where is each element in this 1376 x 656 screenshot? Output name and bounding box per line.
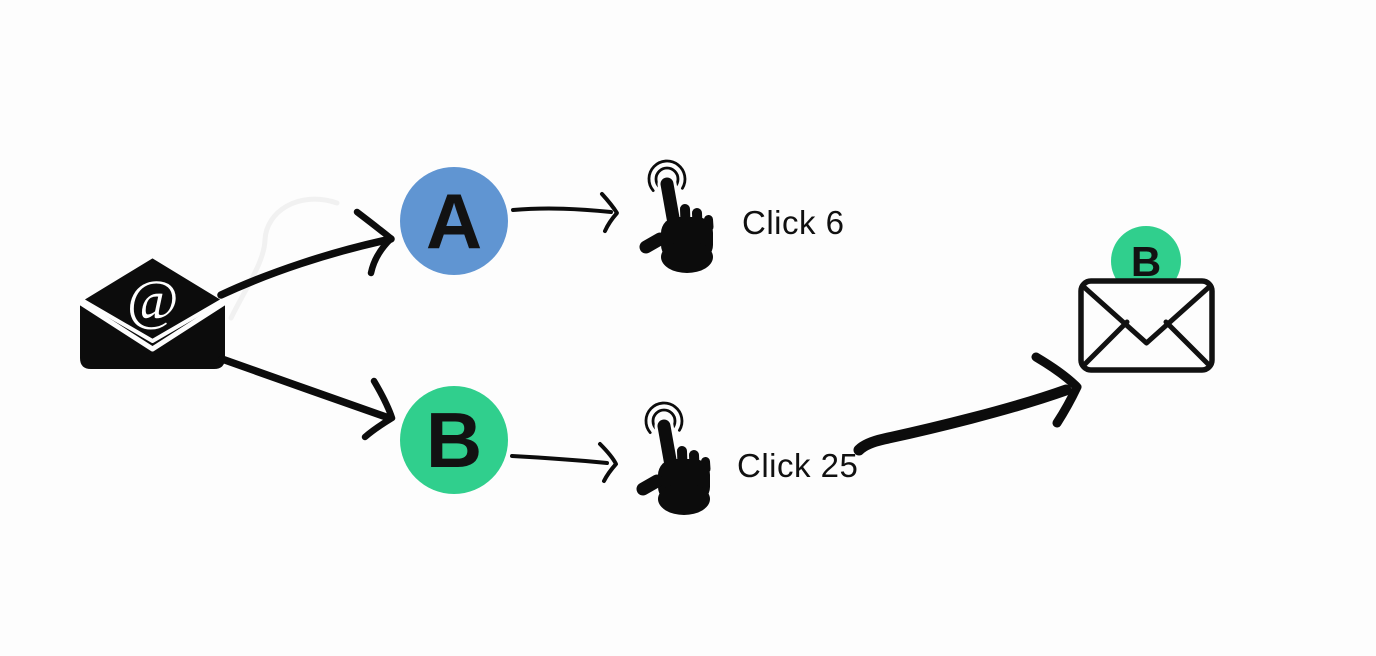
decorative-white-swirl xyxy=(228,196,340,321)
arrow-b-to-click xyxy=(510,442,618,483)
envelope-outline-creases xyxy=(1082,319,1211,367)
envelope-flap xyxy=(79,254,226,343)
badge-letter: B xyxy=(1131,238,1161,285)
email-at-envelope-icon: @ xyxy=(78,254,227,369)
click-count-b: Click 25 xyxy=(737,447,859,484)
variant-b-label: B xyxy=(425,396,483,484)
tap-click-icon-a xyxy=(646,161,713,273)
variant-a-label: A xyxy=(425,177,483,265)
variant-a-node: A xyxy=(400,167,508,275)
arrow-source-to-b xyxy=(218,355,396,441)
at-symbol: @ xyxy=(127,270,179,332)
variant-b-node: B xyxy=(400,386,508,494)
tap-click-icon-b xyxy=(643,403,710,515)
envelope-outline-body xyxy=(1078,278,1215,373)
arrow-a-to-click xyxy=(511,192,619,233)
envelope-fold-lines xyxy=(78,300,227,352)
envelope-outline-icon xyxy=(1078,278,1215,373)
arrow-winner xyxy=(853,352,1082,456)
click-count-a: Click 6 xyxy=(742,204,845,241)
arrow-source-to-a xyxy=(217,208,395,299)
envelope-outline-flap xyxy=(1082,285,1211,346)
